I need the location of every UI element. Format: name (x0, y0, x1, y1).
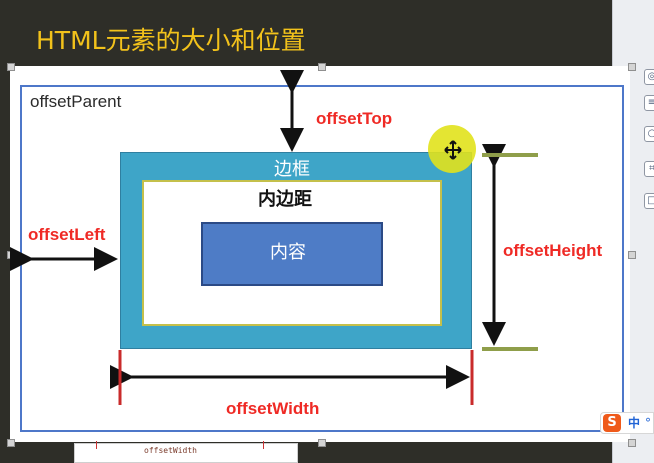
offset-left-label: offsetLeft (28, 225, 106, 244)
resize-handle-bottom-right[interactable] (628, 439, 636, 447)
move-cursor-icon (444, 140, 462, 160)
crop-icon[interactable]: ⌗ (644, 161, 654, 177)
ime-mode-label[interactable]: 中 (628, 416, 641, 430)
content-label: 内容 (270, 242, 306, 263)
offset-top-label: offsetTop (316, 109, 393, 128)
resize-handle-middle-right[interactable] (628, 251, 636, 259)
resize-handle-top-center[interactable] (318, 63, 326, 71)
resize-handle-bottom-center[interactable] (318, 439, 326, 447)
offset-height-label: offsetHeight (503, 241, 603, 260)
copy-icon[interactable]: □ (644, 193, 654, 209)
offset-width-label: offsetWidth (226, 399, 320, 418)
ime-dot-icon[interactable]: ° (645, 416, 651, 430)
resize-handle-bottom-left[interactable] (7, 439, 15, 447)
thumbnail-width-marker (96, 441, 264, 449)
resize-handle-top-left[interactable] (7, 63, 15, 71)
resize-handle-top-right[interactable] (628, 63, 636, 71)
layers-icon[interactable]: ≡ (644, 95, 654, 111)
circle-icon[interactable]: ○ (644, 126, 654, 142)
thumbnail-label: offsetWidth (144, 446, 197, 455)
border-label: 边框 (274, 159, 310, 180)
chat-icon[interactable]: ◎ (644, 69, 654, 85)
slide-title: HTML元素的大小和位置 (36, 26, 306, 55)
offset-parent-label: offsetParent (30, 92, 122, 111)
content-box (201, 222, 383, 286)
ime-logo-icon[interactable]: S (603, 414, 621, 432)
padding-label: 内边距 (258, 189, 312, 210)
